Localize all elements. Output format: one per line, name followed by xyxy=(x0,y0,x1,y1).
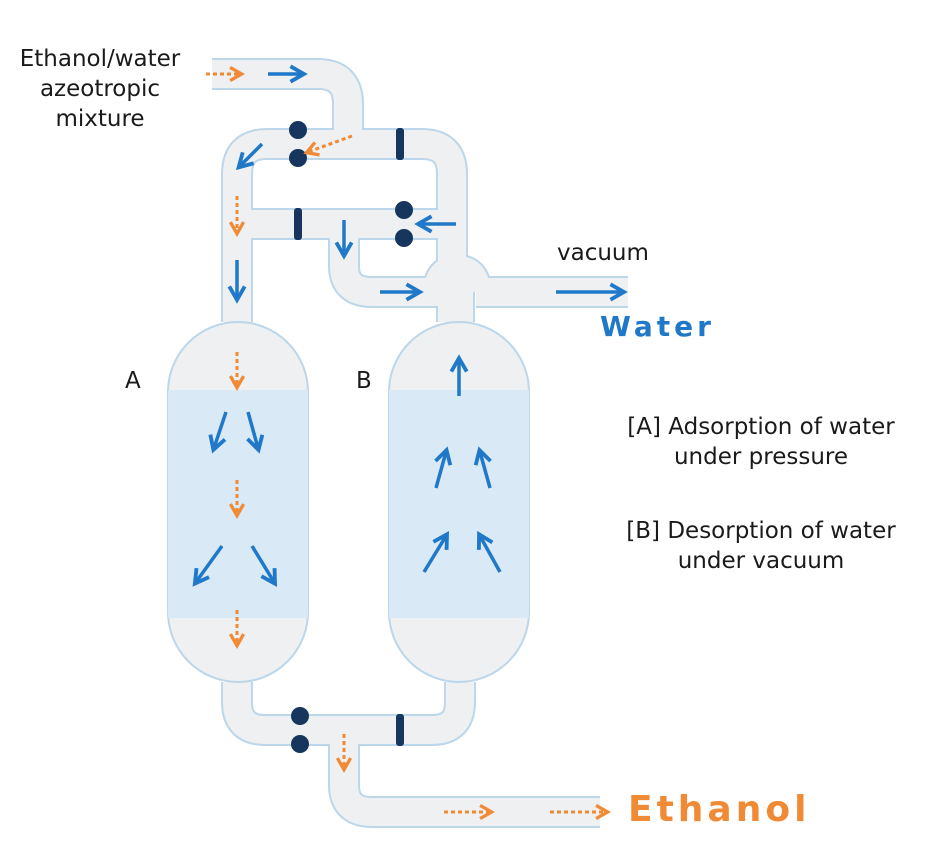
vessel-b-adsorbent-bed xyxy=(389,390,529,618)
valve-upper-right-icon xyxy=(396,128,404,160)
vessel-a-arrow-3-icon xyxy=(192,544,224,587)
ethanol-flow-arrows xyxy=(206,65,611,821)
valve-upper-left-icon xyxy=(289,121,307,167)
vessel-a-arrow-1-icon xyxy=(208,411,228,454)
valve-cross-left-icon xyxy=(294,208,302,240)
inlet-label-line-1: Ethanol/water xyxy=(19,46,181,72)
valve-lower-left-icon xyxy=(291,707,309,753)
inlet-label-line-3: mixture xyxy=(55,106,145,132)
inlet-label: Ethanol/water azeotropic mixture xyxy=(4,44,196,134)
vessel-b-label: B xyxy=(356,368,372,394)
legend-b: [B] Desorption of water under vacuum xyxy=(600,516,922,576)
vessel-b-arrow-2-icon xyxy=(473,446,492,489)
header-blue-arrow-icon xyxy=(235,142,264,171)
vessel-b-arrow-4-icon xyxy=(476,530,502,573)
vessel-b xyxy=(388,321,530,683)
vessel-a-arrow-2-icon xyxy=(246,411,265,454)
valve-lower-right-icon xyxy=(396,714,404,746)
legend-a: [A] Adsorption of water under pressure xyxy=(600,412,922,472)
header-orange-arrow-icon xyxy=(303,134,353,157)
legend-a-line-2: under pressure xyxy=(673,444,849,470)
legend-b-line-2: under vacuum xyxy=(677,548,845,574)
legend-b-line-1: [B] Desorption of water xyxy=(626,518,896,544)
valve-cross-right-icon xyxy=(395,201,413,247)
vacuum-label: vacuum xyxy=(557,240,649,266)
vessel-b-arrow-3-icon xyxy=(422,531,450,573)
water-flow-arrows xyxy=(192,64,628,587)
inlet-label-line-2: azeotropic xyxy=(39,76,161,102)
ethanol-label: Ethanol xyxy=(628,789,811,830)
vessel-b-arrow-1-icon xyxy=(434,446,453,489)
vessel-a-label: A xyxy=(125,368,141,394)
valves xyxy=(289,121,413,753)
vessel-a-arrow-4-icon xyxy=(250,545,278,587)
water-label: Water xyxy=(600,310,715,343)
legend-a-line-1: [A] Adsorption of water xyxy=(627,414,895,440)
